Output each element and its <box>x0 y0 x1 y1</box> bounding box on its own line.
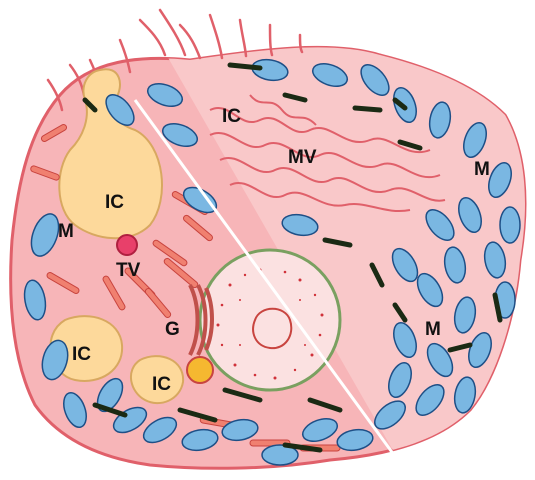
label-ic-bottom-left: IC <box>72 344 91 365</box>
label-ic-bottom-center: IC <box>152 374 171 395</box>
label-ic-top-right: IC <box>222 106 241 127</box>
nucleolus <box>253 309 291 348</box>
label-m-right-top: M <box>474 159 490 180</box>
tubulovesicle-cluster <box>117 235 137 255</box>
label-mv: MV <box>288 147 317 168</box>
secretory-granule <box>187 357 213 383</box>
label-m-right-bottom: M <box>425 319 441 340</box>
label-tv: TV <box>116 260 141 281</box>
label-g: G <box>165 319 180 340</box>
label-ic-top-left: IC <box>105 192 124 213</box>
label-m-left: M <box>58 221 74 242</box>
